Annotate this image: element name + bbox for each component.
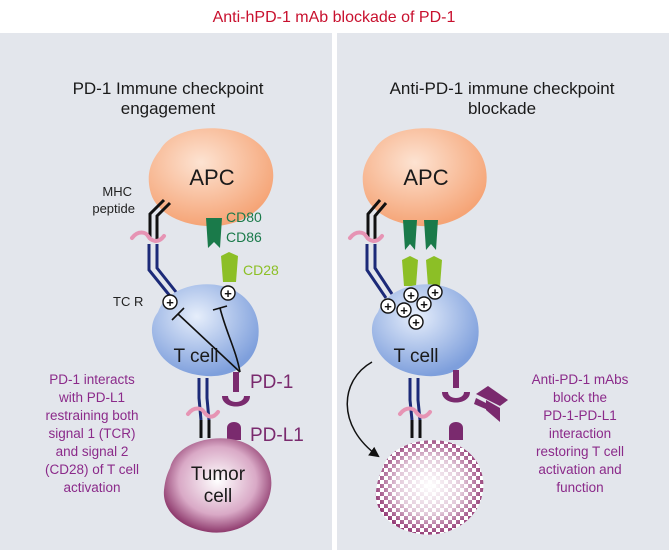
inhibition-lines xyxy=(171,305,241,373)
t-cell xyxy=(151,284,259,377)
svg-text:signal 1 (TCR): signal 1 (TCR) xyxy=(48,426,135,441)
svg-text:with PD-L1: with PD-L1 xyxy=(58,390,125,405)
svg-text:(CD28) of T cell: (CD28) of T cell xyxy=(45,462,139,477)
apc-label: APC xyxy=(189,165,234,190)
activation-plus-cluster: + + + + + + xyxy=(380,284,443,330)
apc-cell xyxy=(148,128,274,227)
apc-cell-right xyxy=(362,128,487,227)
right-note: Anti-PD-1 mAbs block the PD-1-PD-L1 inte… xyxy=(532,372,629,495)
tcr-signal-plus: + xyxy=(162,294,178,310)
svg-text:+: + xyxy=(412,315,420,330)
tcr-molecule-right xyxy=(365,244,388,299)
cd28-label: CD28 xyxy=(243,262,279,278)
apc-label-right: APC xyxy=(403,165,448,190)
figure-title: Anti-hPD-1 mAb blockade of PD-1 xyxy=(213,9,456,26)
svg-text:block the: block the xyxy=(553,390,607,405)
tumor-label-line2: cell xyxy=(204,486,233,507)
cd86-ligand-right xyxy=(424,220,438,250)
svg-text:activation: activation xyxy=(63,480,120,495)
svg-text:+: + xyxy=(400,303,408,318)
mhc-label-line1: MHC xyxy=(102,184,132,199)
tumor-peptide xyxy=(186,406,220,419)
tumor-cell xyxy=(163,438,272,533)
tumor-label-line1: Tumor xyxy=(191,464,246,485)
cd28-receptor xyxy=(221,252,238,282)
pdl1-ligand-right xyxy=(449,422,463,440)
svg-text:restraining both: restraining both xyxy=(45,408,138,423)
svg-text:PD-1-PD-L1: PD-1-PD-L1 xyxy=(543,408,617,423)
svg-text:PD-1 interacts: PD-1 interacts xyxy=(49,372,135,387)
cd28-signal-plus: + xyxy=(220,285,236,301)
right-heading-line2: blockade xyxy=(468,99,536,118)
cd28-receptor-right-1 xyxy=(402,256,418,286)
svg-text:activation and: activation and xyxy=(538,462,621,477)
svg-text:and signal 2: and signal 2 xyxy=(56,444,129,459)
tcr-molecule xyxy=(147,244,172,297)
pdl1-ligand xyxy=(227,422,241,440)
anti-pd1-antibody xyxy=(474,386,508,422)
svg-text:+: + xyxy=(407,288,415,303)
tcr-lower xyxy=(197,378,203,421)
t-cell-label: T cell xyxy=(173,346,218,367)
t-cell-label-right: T cell xyxy=(393,346,438,367)
left-heading-line1: PD-1 Immune checkpoint xyxy=(73,79,264,98)
svg-text:+: + xyxy=(420,297,428,312)
svg-text:+: + xyxy=(384,299,392,314)
svg-text:function: function xyxy=(556,480,603,495)
peptide-right xyxy=(348,230,384,243)
mhc-label-line2: peptide xyxy=(92,201,135,216)
cd80-cd86-ligand xyxy=(206,218,222,248)
cd86-label: CD86 xyxy=(226,229,262,245)
svg-text:+: + xyxy=(224,286,232,301)
dying-tumor-cell xyxy=(375,440,484,535)
pd1-label: PD-1 xyxy=(250,372,293,393)
cd80-label: CD80 xyxy=(226,209,262,225)
left-heading-line2: engagement xyxy=(121,99,216,118)
cd28-receptor-right-2 xyxy=(426,256,442,286)
svg-text:Anti-PD-1 mAbs: Anti-PD-1 mAbs xyxy=(532,372,629,387)
svg-text:+: + xyxy=(166,295,174,310)
svg-text:+: + xyxy=(431,285,439,300)
tcr-label: TC R xyxy=(113,294,143,309)
svg-text:interaction: interaction xyxy=(549,426,611,441)
right-heading-line1: Anti-PD-1 immune checkpoint xyxy=(390,79,615,98)
left-note: PD-1 interacts with PD-L1 restraining bo… xyxy=(45,372,139,495)
peptide xyxy=(130,230,166,243)
svg-text:restoring T cell: restoring T cell xyxy=(536,444,624,459)
tumor-peptide-right xyxy=(398,406,432,419)
killing-arrow xyxy=(346,361,380,458)
pdl1-label: PD-L1 xyxy=(250,425,304,446)
cd80-ligand-right xyxy=(403,220,417,250)
mhc-molecule xyxy=(148,198,166,240)
